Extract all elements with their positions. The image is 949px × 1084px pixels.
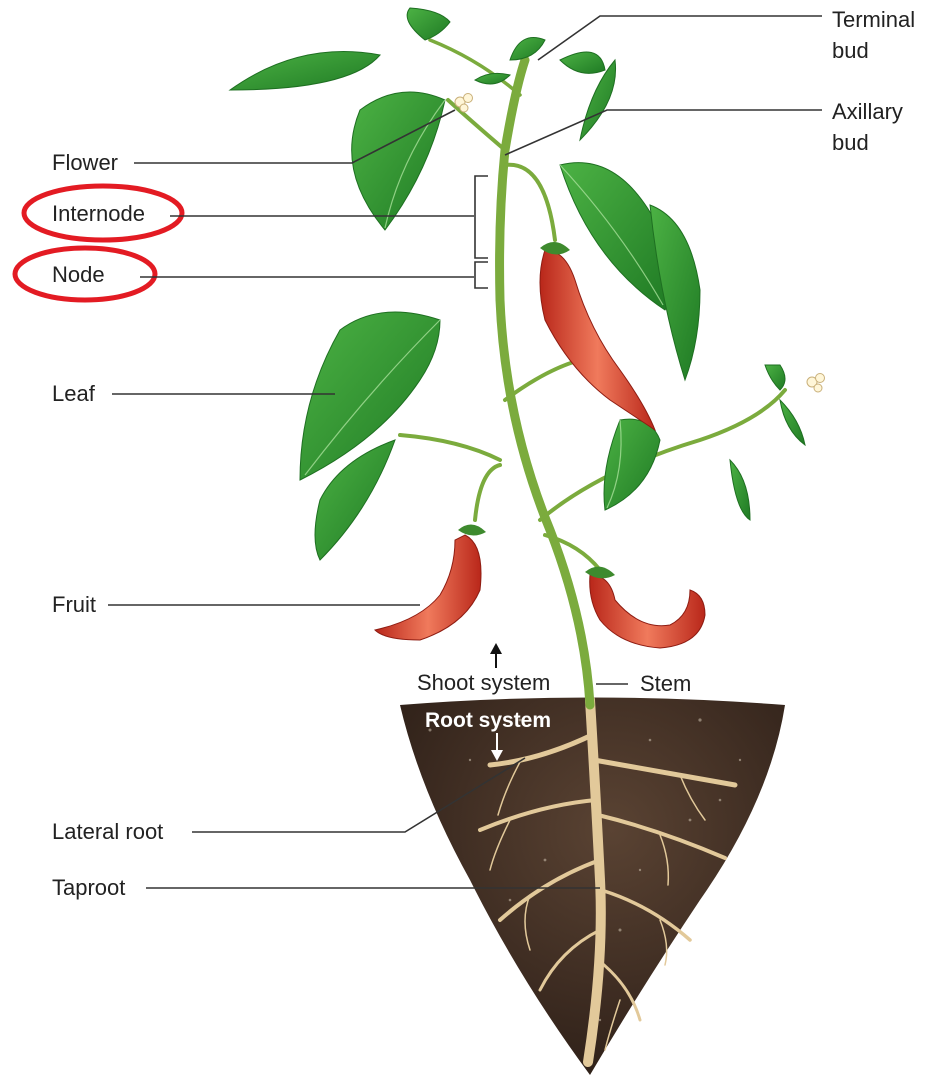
taproot-label: Taproot [52, 875, 125, 901]
stem-label: Stem [640, 671, 691, 697]
root-system-label: Root system [425, 708, 551, 734]
terminal-bud-line: Terminal bud [832, 4, 915, 66]
node-label: Node [52, 262, 105, 288]
fruit-lower-left [375, 535, 481, 640]
axillary-bud-leader [505, 110, 822, 155]
shoot-arrow-icon [490, 643, 502, 668]
internode-label: Internode [52, 201, 145, 227]
axillary-bud-label: Axillary bud [832, 96, 903, 158]
fruit-lower-right [590, 575, 705, 648]
internode-bracket [475, 176, 488, 258]
node-bracket [475, 262, 488, 288]
calyxes [458, 242, 615, 578]
lateral-root-label: Lateral root [52, 819, 163, 845]
axillary-bud-line: Axillary bud [832, 96, 903, 158]
fruit-label: Fruit [52, 592, 96, 618]
leaf-label: Leaf [52, 381, 95, 407]
terminal-bud-label: Terminal bud [832, 4, 915, 66]
flower-label: Flower [52, 150, 118, 176]
shoot-system-label: Shoot system [417, 670, 550, 696]
